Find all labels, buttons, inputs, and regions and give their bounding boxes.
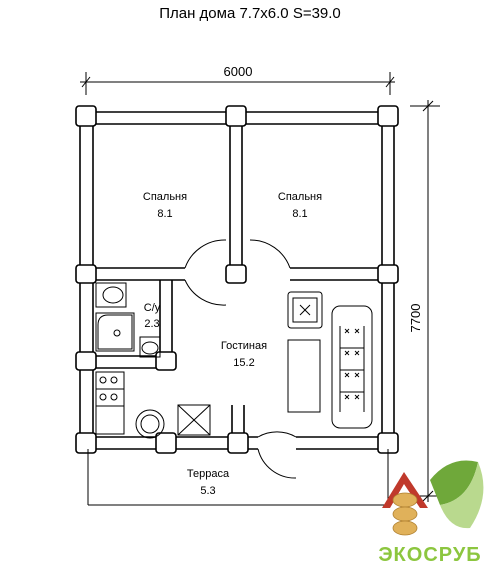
- kitchen-fixtures: [95, 371, 211, 439]
- room-labels: Спальня 8.1 Спальня 8.1 С/у 2.3 Гостиная…: [143, 191, 322, 497]
- terrace-outline: [87, 449, 389, 506]
- living-furniture: [287, 291, 373, 429]
- width-dimension: [80, 72, 395, 95]
- ecosrub-logo: ЭКОСРУБ: [378, 460, 484, 566]
- sofa-cushion-marks: [344, 328, 360, 400]
- logs-icon: [392, 492, 418, 536]
- bedroom-right-area: 8.1: [292, 208, 307, 220]
- log-corners: [75, 105, 399, 454]
- living-name: Гостиная: [221, 340, 267, 352]
- height-label: 7700: [408, 304, 423, 333]
- bathroom-fixtures: [95, 282, 161, 358]
- bathroom-area: 2.3: [144, 318, 159, 330]
- height-dimension: [410, 100, 440, 502]
- living-area: 15.2: [233, 357, 254, 369]
- doors: [184, 239, 297, 479]
- bedroom-left-area: 8.1: [157, 208, 172, 220]
- leaf-light-icon: [440, 462, 484, 529]
- terrace-area: 5.3: [200, 485, 215, 497]
- bedroom-left-name: Спальня: [143, 191, 187, 203]
- terrace-name: Терраса: [187, 468, 230, 480]
- width-label: 6000: [224, 64, 253, 79]
- logo-text: ЭКОСРУБ: [378, 544, 481, 566]
- bedroom-right-name: Спальня: [278, 191, 322, 203]
- leaf-dark-icon: [430, 460, 478, 505]
- bathroom-name: С/у: [144, 302, 161, 314]
- plan-title: План дома 7.7х6.0 S=39.0: [159, 5, 341, 22]
